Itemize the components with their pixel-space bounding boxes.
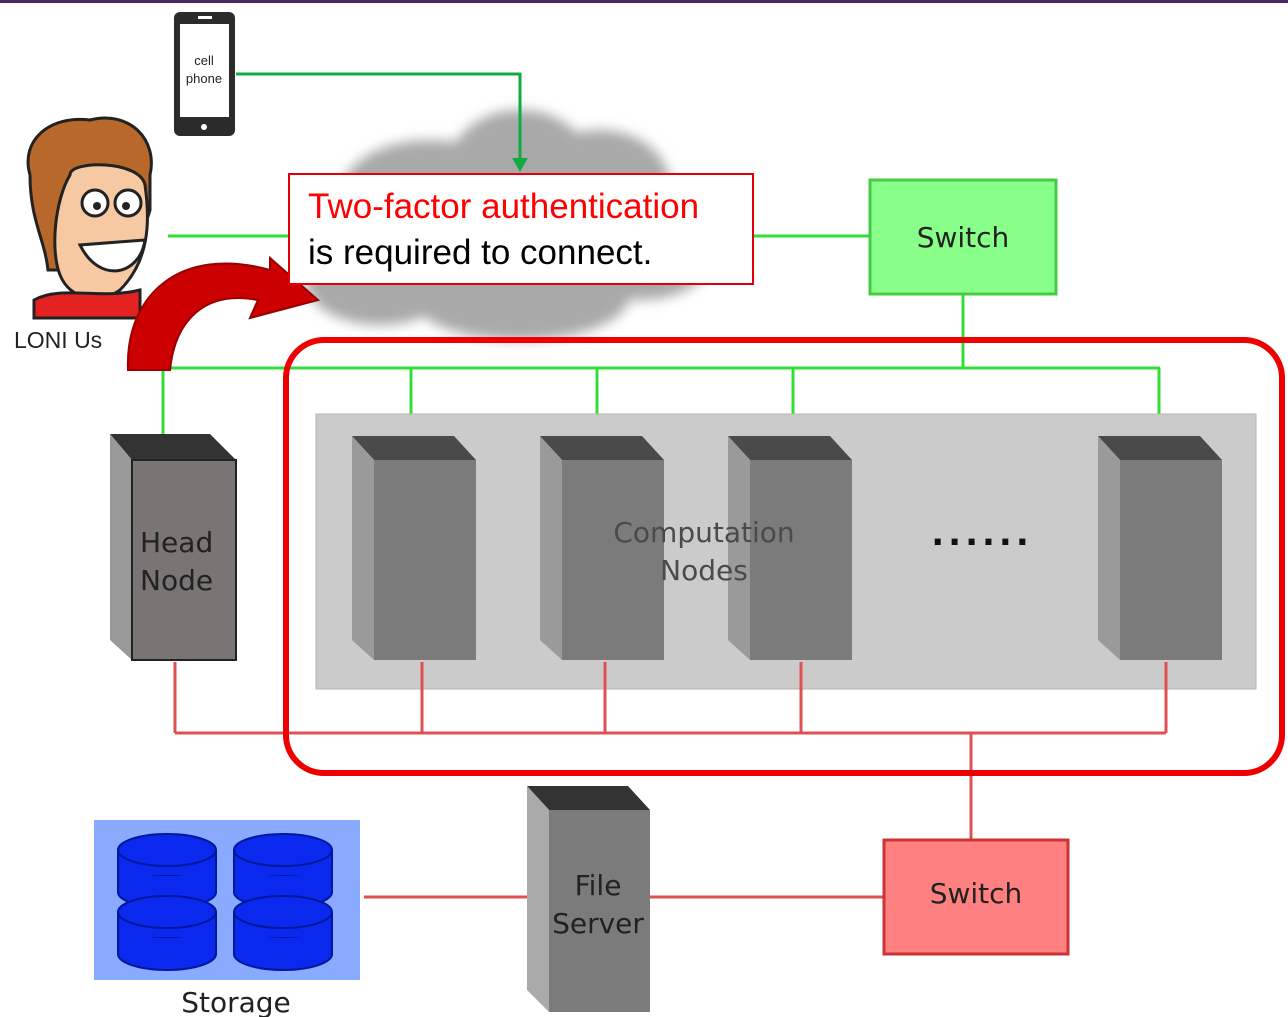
file-server: File Server bbox=[527, 786, 650, 1012]
user-avatar: LONI Us bbox=[14, 116, 153, 353]
head-node: Head Node bbox=[110, 434, 237, 661]
switch-top-label: Switch bbox=[917, 221, 1010, 254]
curved-arrow bbox=[126, 255, 321, 371]
cell-phone: cell phone bbox=[174, 12, 235, 136]
callout-line1: Two-factor authentication bbox=[308, 187, 700, 226]
file-server-label-line1: File bbox=[575, 869, 622, 902]
more-nodes-ellipsis: ...... bbox=[931, 514, 1033, 554]
compute-server-2 bbox=[540, 436, 664, 660]
compute-server-1 bbox=[352, 436, 476, 660]
user-label: LONI Us bbox=[14, 327, 102, 353]
storage: Storage bbox=[94, 820, 360, 1017]
red-network bbox=[173, 662, 1168, 899]
switch-bottom-label: Switch bbox=[930, 877, 1023, 910]
disk-3 bbox=[117, 895, 217, 971]
phone-link bbox=[236, 72, 528, 172]
switch-top: Switch bbox=[868, 178, 1058, 296]
phone-label-line2: phone bbox=[186, 71, 222, 86]
green-network bbox=[161, 234, 1161, 438]
disk-1 bbox=[117, 833, 217, 909]
compute-server-4 bbox=[1098, 436, 1222, 660]
head-node-label-line1: Head bbox=[140, 526, 213, 559]
computation-label-line1: Computation bbox=[613, 516, 794, 549]
switch-bottom: Switch bbox=[882, 838, 1070, 956]
head-node-label-line2: Node bbox=[140, 564, 213, 597]
highlight-box bbox=[283, 337, 1285, 776]
phone-label-line1: cell bbox=[194, 53, 214, 68]
computation-label-line2: Nodes bbox=[660, 554, 748, 587]
storage-label: Storage bbox=[181, 986, 291, 1017]
disk-4 bbox=[233, 895, 333, 971]
frame-top-bar bbox=[0, 0, 1288, 3]
auth-callout: Two-factor authentication is required to… bbox=[288, 173, 754, 285]
callout-line2: is required to connect. bbox=[308, 233, 653, 272]
file-server-label-line2: Server bbox=[552, 907, 644, 940]
compute-server-3 bbox=[728, 436, 852, 660]
